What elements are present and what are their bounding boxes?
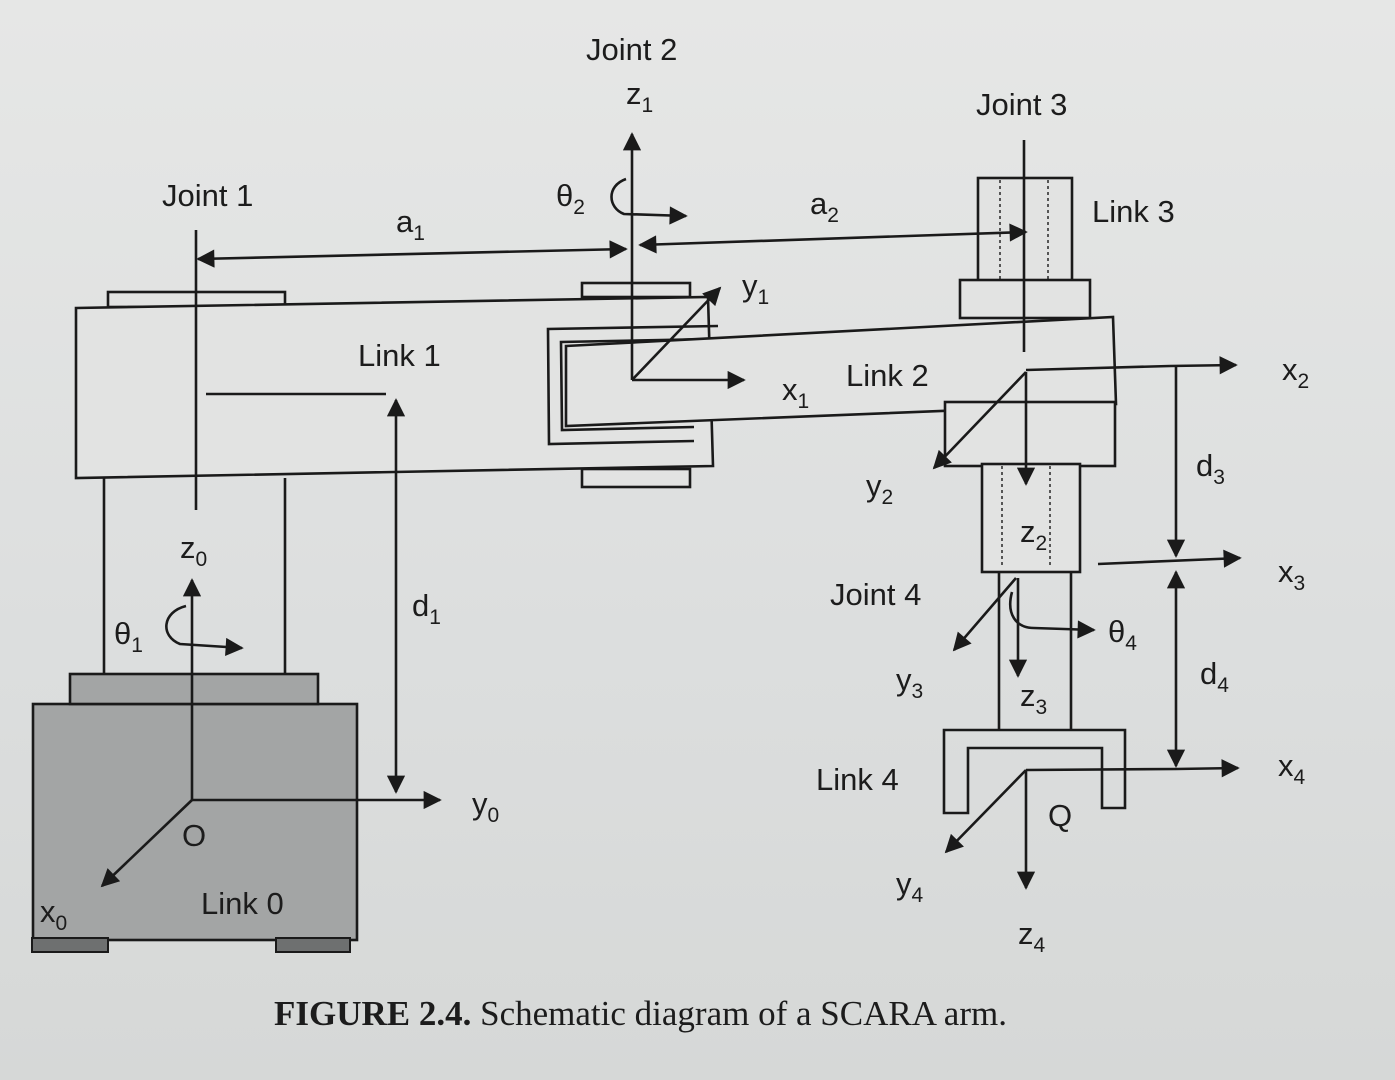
joint2-clamp — [546, 281, 719, 489]
theta4-label: θ4 — [1108, 614, 1137, 655]
a2-dimension-arrow — [638, 223, 1028, 254]
theta2-rotation-arrow — [610, 177, 688, 225]
link2-label: Link 2 — [846, 358, 929, 393]
x4-axis-arrow — [1175, 759, 1240, 778]
x2-axis-base-line — [1025, 364, 1171, 372]
figure-caption: FIGURE 2.4. Schematic diagram of a SCARA… — [274, 994, 1007, 1034]
x0-label: x0 — [40, 894, 67, 935]
y4-axis-arrow — [944, 769, 1027, 854]
y1-axis-arrow — [631, 286, 722, 381]
d4-label: d4 — [1200, 656, 1229, 697]
y3-label: y3 — [896, 662, 923, 703]
x3-axis-arrow — [1097, 549, 1242, 568]
joint2-label: Joint 2 — [586, 32, 677, 67]
x2-label: x2 — [1282, 352, 1309, 393]
x4-label: x4 — [1278, 748, 1306, 789]
y4-label: y4 — [896, 866, 924, 907]
theta2-label: θ2 — [556, 178, 585, 219]
link3-label: Link 3 — [1092, 194, 1175, 229]
y0-label: y0 — [472, 786, 499, 827]
figure-number: FIGURE 2.4. — [274, 994, 472, 1033]
link1-arm — [74, 290, 715, 480]
x2-axis-arrow — [1169, 356, 1238, 375]
z4-label: z4 — [1018, 916, 1046, 957]
joint1-label: Joint 1 — [162, 178, 253, 213]
x4-axis-base-line — [1025, 767, 1177, 772]
a1-label: a1 — [396, 204, 425, 245]
d1-label: d1 — [412, 588, 441, 629]
d3-label: d3 — [1196, 448, 1225, 489]
theta1-rotation-arrow — [165, 604, 244, 657]
link0-base — [31, 672, 359, 953]
y3-axis-arrow — [952, 577, 1017, 652]
theta1-label: θ1 — [114, 616, 143, 657]
joint3-label: Joint 3 — [976, 87, 1067, 122]
y2-axis-arrow — [932, 371, 1027, 470]
link0-column — [102, 478, 287, 674]
joint4-label: Joint 4 — [830, 577, 921, 612]
y2-label: y2 — [866, 468, 893, 509]
theta4-rotation-arrow — [1009, 591, 1096, 639]
a2-label: a2 — [810, 186, 839, 227]
point-q-label: Q — [1048, 798, 1072, 833]
origin-label: O — [182, 818, 206, 853]
x0-axis-arrow — [100, 799, 193, 888]
a1-dimension-arrow — [196, 240, 628, 268]
link0-label: Link 0 — [201, 886, 284, 921]
y1-label: y1 — [742, 268, 769, 309]
link1-label: Link 1 — [358, 338, 441, 373]
z2-label: z2 — [1020, 514, 1047, 555]
x1-label: x1 — [782, 372, 809, 413]
link4-label: Link 4 — [816, 762, 899, 797]
x3-label: x3 — [1278, 554, 1305, 595]
z1-label: z1 — [626, 76, 653, 117]
z3-label: z3 — [1020, 678, 1047, 719]
figure-caption-text: Schematic diagram of a SCARA arm. — [480, 994, 1007, 1033]
z0-label: z0 — [180, 530, 207, 571]
